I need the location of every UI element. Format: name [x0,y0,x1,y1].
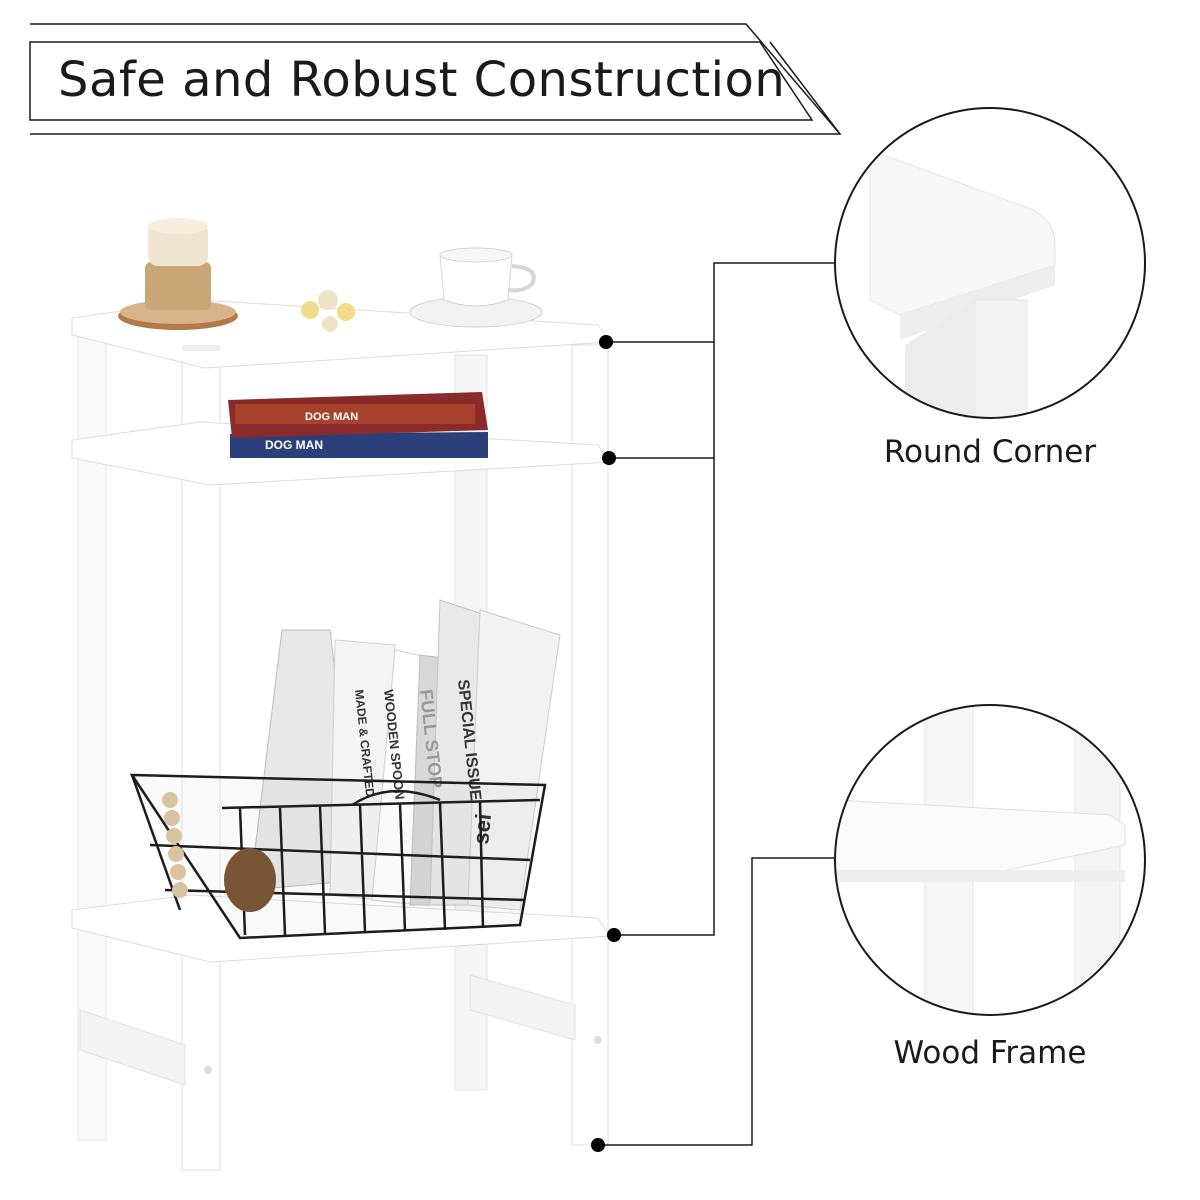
flower [318,290,338,310]
front-right-leg [571,344,609,1146]
title-banner [29,23,842,135]
detail-circle-bottom [834,704,1146,1016]
basket-wire [358,804,367,933]
corner-shadow [905,300,975,418]
callout-dot [599,335,613,349]
callout-dot [591,1138,605,1152]
basket-decor [162,792,276,912]
callout-line-top-shelf [608,262,834,343]
side-table [71,299,611,1171]
basket-wire [318,805,327,934]
callout-connectors [598,262,834,1146]
round-corner-detail [834,107,1146,419]
callout-line-mid-shelf [610,342,715,459]
banner-outer-frame [30,23,842,135]
left-stretcher [79,1009,186,1086]
screw-dot [204,1066,212,1074]
callout-dots [591,335,621,1152]
book-blue [230,432,488,458]
cup-handle [507,264,536,293]
basket-handle [351,789,441,807]
frame-shelf-edge [835,870,1125,882]
top-book-stack: DOG MAN DOG MAN [228,392,488,458]
basket-outline [129,773,547,940]
basket-rim [221,798,541,810]
wire-basket [129,773,547,940]
detail-circle-top [834,107,1146,419]
callout-dot [607,928,621,942]
basket-wire [149,843,531,862]
basket-wire [438,802,447,931]
bead [164,810,180,826]
teacup-decor [409,247,543,328]
callout-dot [602,451,616,465]
bead [172,882,188,898]
book-cover-art [235,404,475,424]
bead [162,792,178,808]
basket-wire [164,888,526,902]
bead [168,846,184,862]
banner-accent-line [769,41,841,135]
candle-top [148,218,208,234]
book-title-label: DOG MAN [305,411,358,423]
feature-label-round-corner: Round Corner [883,434,1097,470]
flower [322,316,338,332]
flower-decor [301,290,355,332]
flower [301,301,319,319]
flower [337,303,355,321]
candle-decor [118,218,238,330]
wood-frame-detail [834,704,1146,1016]
bead [170,864,186,880]
book-title-label: DOG MAN [265,438,323,452]
page-title: Safe and Robust Construction [58,52,786,108]
basket-wire [278,807,287,936]
candle-twine [145,262,211,310]
bead [166,828,182,844]
cup-rim [439,247,513,263]
candle [148,222,208,266]
lower-books: MADE & CRAFTED WOODEN SPOON FULL STOP SP… [249,599,561,911]
cup-body [439,254,513,307]
top-shelf-edge [182,345,220,351]
frame-shelf [835,799,1126,881]
screw-dot [594,1036,602,1044]
book-light [467,609,561,911]
callout-line-bottom-shelf [614,458,715,936]
basket-wire [478,801,485,929]
pinecone [224,848,276,912]
banner-inner-frame [29,41,814,121]
corner-leg [974,299,1028,418]
right-stretcher [469,974,576,1041]
callout-line-leg [598,857,834,1146]
basket-wire [398,803,407,932]
feature-label-wood-frame: Wood Frame [893,1035,1087,1071]
basket-edge [130,774,182,911]
